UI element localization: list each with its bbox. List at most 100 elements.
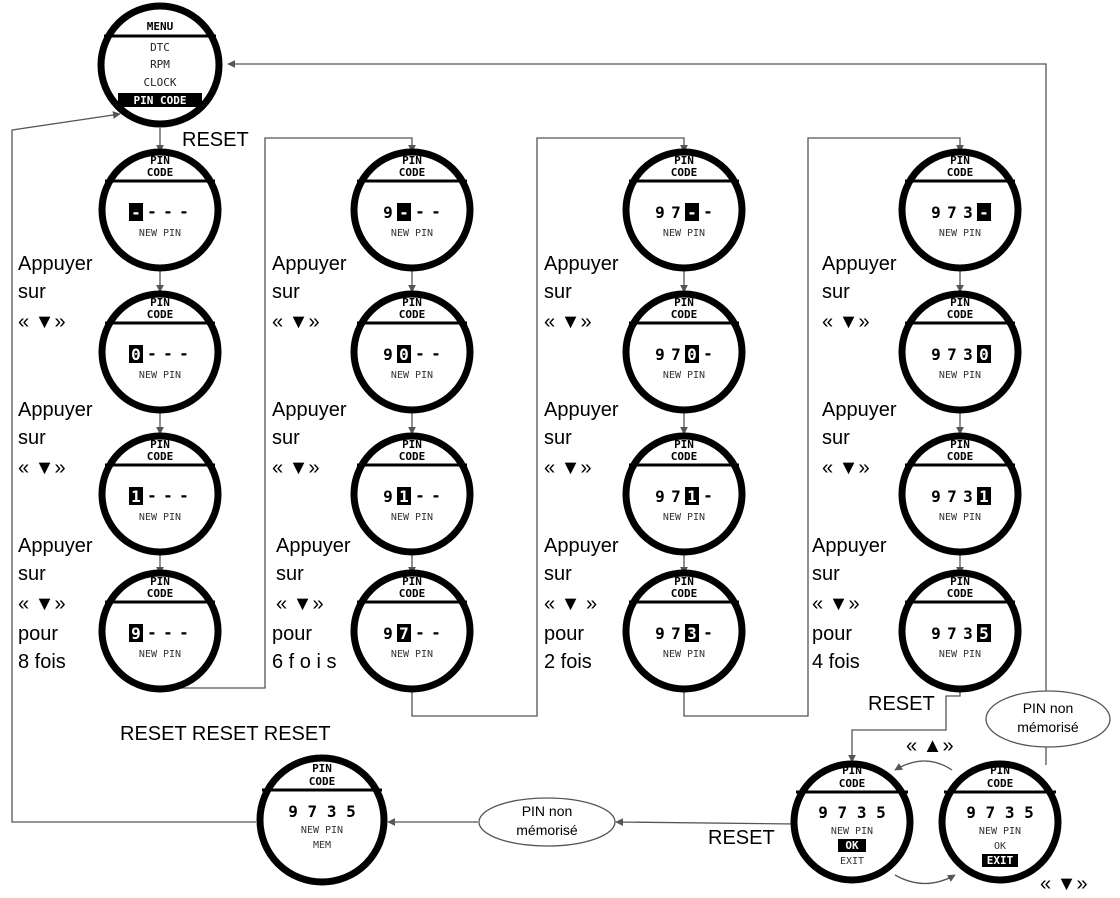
hint-labels: Appuyer sur « ▼» Appuyer sur « ▼» Appuye… bbox=[18, 253, 897, 673]
dial-placeholder-dash: - bbox=[431, 202, 441, 221]
col4-to-ok-connector bbox=[848, 688, 961, 763]
dial-placeholder-dash: - bbox=[703, 486, 713, 505]
dial-cursor-digit: 3 bbox=[687, 624, 697, 643]
bubble-bottom-line1: PIN non bbox=[522, 803, 573, 819]
dial-digit: 9 bbox=[931, 345, 941, 364]
dial-title-line1: PIN bbox=[950, 575, 970, 588]
dial-placeholder-dash: - bbox=[163, 202, 173, 221]
col2-hint1-key: « ▼» bbox=[272, 311, 320, 333]
dial-digit: 3 bbox=[963, 624, 973, 643]
dial-title-line2: CODE bbox=[399, 166, 426, 179]
dial-digit: 9 bbox=[383, 487, 393, 506]
dial-new-pin: NEW PIN bbox=[391, 512, 433, 523]
pin-not-saved-bubble-top: PIN non mémorisé bbox=[985, 690, 1111, 748]
dial-digit: 9 bbox=[655, 487, 665, 506]
dial-digit: 9 bbox=[931, 624, 941, 643]
col4-hint1-press: Appuyer bbox=[822, 253, 897, 275]
dial-cursor-block bbox=[977, 487, 991, 505]
col1-hint1-on: sur bbox=[18, 281, 46, 303]
dial-title-line2: CODE bbox=[671, 450, 698, 463]
exit-dial-ok: OK bbox=[994, 841, 1006, 852]
dial-cursor-digit: - bbox=[687, 203, 697, 222]
dial-placeholder-dash: - bbox=[147, 202, 157, 221]
col2-hint3-pour: pour bbox=[272, 623, 312, 645]
col3-hint3-pour: pour bbox=[544, 623, 584, 645]
col1-hint3-pour: pour bbox=[18, 623, 58, 645]
dial-cursor-block bbox=[129, 487, 143, 505]
col2-hint1-press: Appuyer bbox=[272, 253, 347, 275]
pin-not-saved-bubble-bottom: PIN non mémorisé bbox=[478, 797, 616, 847]
reset-label-top: RESET bbox=[182, 129, 249, 151]
dial-placeholder-dash: - bbox=[147, 623, 157, 642]
col1-hint1-press: Appuyer bbox=[18, 253, 93, 275]
dial-placeholder-dash: - bbox=[703, 202, 713, 221]
reset-label-triple: RESET RESET RESET bbox=[120, 723, 330, 745]
dial-title-line2: CODE bbox=[147, 587, 174, 600]
reset-label-col4: RESET bbox=[868, 693, 935, 715]
menu-item-clock: CLOCK bbox=[143, 76, 176, 89]
col2-hint2-on: sur bbox=[272, 427, 300, 449]
dial-cursor-digit: - bbox=[399, 203, 409, 222]
exit-dial-new-pin: NEW PIN bbox=[979, 826, 1021, 837]
dial-title-line2: CODE bbox=[947, 166, 974, 179]
bubble-top-line2: mémorisé bbox=[1017, 719, 1079, 735]
dial-placeholder-dash: - bbox=[415, 202, 425, 221]
dial-digit: 9 bbox=[931, 487, 941, 506]
mem-dial-code: 9 7 3 5 bbox=[288, 802, 355, 821]
dial-title-line1: PIN bbox=[150, 154, 170, 167]
dial-cursor-digit: 1 bbox=[687, 487, 697, 506]
col3-hint3-press: Appuyer bbox=[544, 535, 619, 557]
dial-cursor-digit: 0 bbox=[131, 345, 141, 364]
dial-cursor-block bbox=[129, 345, 143, 363]
dial-placeholder-dash: - bbox=[179, 344, 189, 363]
dial-title-line1: PIN bbox=[950, 438, 970, 451]
menu-item-pin-code: PIN CODE bbox=[134, 94, 187, 107]
dial-digit: 7 bbox=[671, 203, 681, 222]
dial-title-line1: PIN bbox=[950, 154, 970, 167]
col3-hint3-on: sur bbox=[544, 563, 572, 585]
dial-title-line2: CODE bbox=[671, 308, 698, 321]
dial-cursor-digit: 1 bbox=[399, 487, 409, 506]
dial-title-line1: PIN bbox=[150, 438, 170, 451]
dial-placeholder-dash: - bbox=[163, 623, 173, 642]
dial-cursor-block bbox=[685, 624, 699, 642]
dial-placeholder-dash: - bbox=[431, 486, 441, 505]
dial-placeholder-dash: - bbox=[415, 344, 425, 363]
dial-new-pin: NEW PIN bbox=[391, 370, 433, 381]
col2-hint3-press: Appuyer bbox=[276, 535, 351, 557]
dial-cursor-block bbox=[129, 624, 143, 642]
dial-new-pin: NEW PIN bbox=[663, 228, 705, 239]
dial-digit: 3 bbox=[963, 345, 973, 364]
dial-new-pin: NEW PIN bbox=[939, 370, 981, 381]
dial-placeholder-dash: - bbox=[163, 344, 173, 363]
dial-cursor-block bbox=[397, 203, 411, 221]
dial-title-line2: CODE bbox=[947, 308, 974, 321]
col3-hint1-press: Appuyer bbox=[544, 253, 619, 275]
dial-cursor-digit: 1 bbox=[979, 487, 989, 506]
dial-title-line2: CODE bbox=[399, 450, 426, 463]
ok-dial-title-line2: CODE bbox=[839, 777, 866, 790]
col2-hint2-press: Appuyer bbox=[272, 399, 347, 421]
dial-title-line1: PIN bbox=[402, 438, 422, 451]
bubble-bottom-line2: mémorisé bbox=[516, 822, 578, 838]
menu-highlight-bar bbox=[118, 93, 202, 107]
dial-title-line1: PIN bbox=[674, 438, 694, 451]
dial-title-line1: PIN bbox=[402, 575, 422, 588]
col2-hint3-on: sur bbox=[276, 563, 304, 585]
dial-title-line2: CODE bbox=[399, 587, 426, 600]
dial-title-line1: PIN bbox=[150, 575, 170, 588]
dial-cursor-block bbox=[685, 345, 699, 363]
col1-hint3-press: Appuyer bbox=[18, 535, 93, 557]
down-key-label: « ▼» bbox=[1040, 873, 1088, 895]
menu-title: MENU bbox=[147, 20, 174, 33]
